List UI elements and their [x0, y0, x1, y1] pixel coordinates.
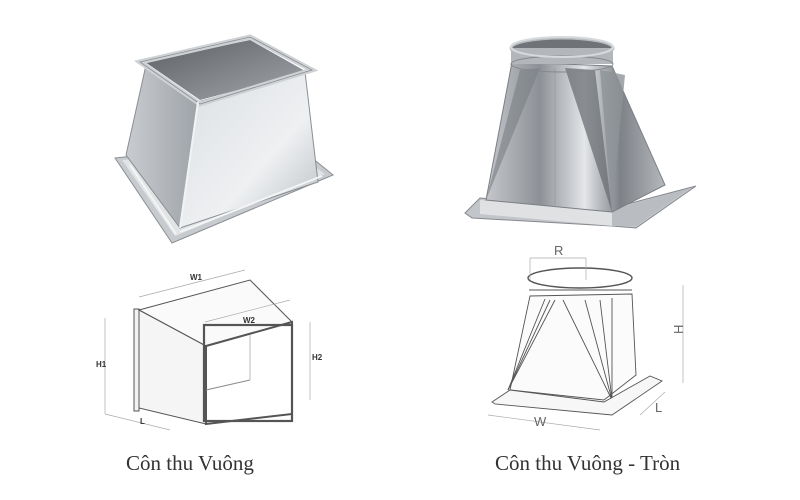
dim-label-w1: W1: [190, 273, 203, 282]
dim-label-l: L: [140, 417, 145, 426]
dim-label-h2: H2: [312, 353, 323, 362]
caption-square-reducer: Côn thu Vuông: [126, 451, 254, 475]
dim-label-l: L: [655, 400, 662, 415]
dim-label-w: W: [534, 414, 547, 429]
dim-label-r: R: [554, 243, 563, 258]
caption-square-to-round-reducer: Côn thu Vuông - Tròn: [495, 451, 681, 475]
dim-label-h1: H1: [96, 360, 107, 369]
dim-label-h: H: [671, 325, 686, 334]
dim-label-w2: W2: [243, 316, 256, 325]
